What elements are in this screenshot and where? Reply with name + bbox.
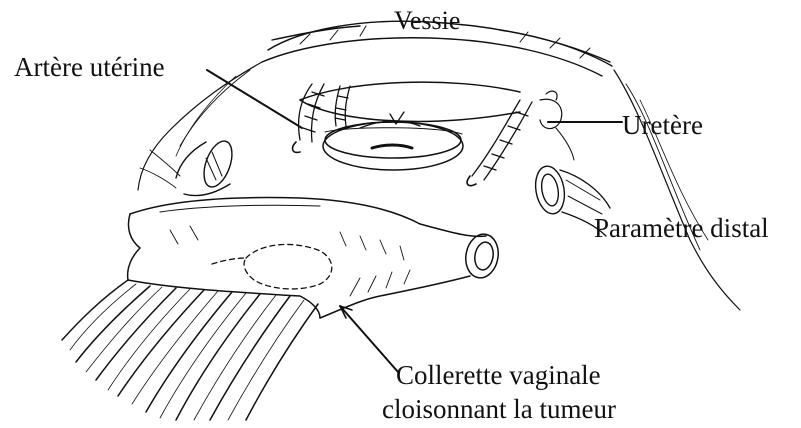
label-collerette-line1: Collerette vaginale [396,362,601,389]
collerette-leader-line [340,306,398,372]
label-vessie: Vessie [394,8,460,34]
left-ligament-stump [140,137,237,195]
label-uretere: Uretère [622,112,703,139]
right-ureter-drawing [467,91,574,185]
label-artere-uterine: Artère utérine [14,54,165,81]
bladder-base-drawing [300,82,520,170]
artere-leader-line [207,70,302,128]
uterus-specimen [128,198,502,318]
label-collerette-line2: cloisonnant la tumeur [382,396,616,423]
bladder-drawing [138,21,740,310]
left-ureter-drawing [293,84,350,152]
label-parametre-distal: Paramètre distal [594,215,769,242]
retractor-blades [62,280,318,420]
